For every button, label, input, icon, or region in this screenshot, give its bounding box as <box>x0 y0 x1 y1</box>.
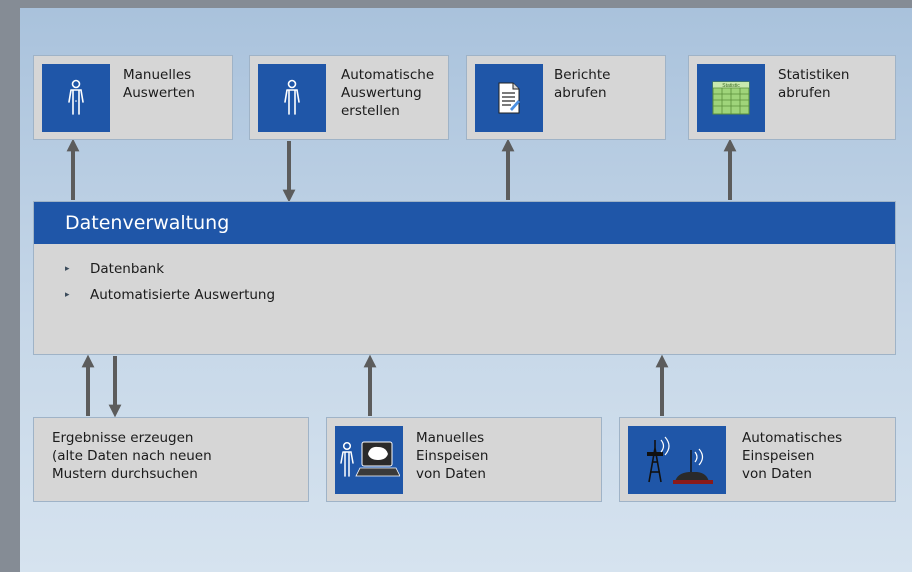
label-automatic-input: Automatisches Einspeisen von Daten <box>742 430 843 482</box>
data-management-box: Datenverwaltung ▸ Datenbank ▸ Automatisier… <box>33 201 896 355</box>
person-computer-icon <box>340 441 400 477</box>
box-automatic-analysis: Automatische Auswertung erstellen <box>249 55 449 140</box>
label-manual-analysis: Manuelles Auswerten <box>123 67 195 101</box>
tile-statistics: Statistic <box>697 64 765 132</box>
statistics-icon-text: Statistic <box>722 83 740 89</box>
data-management-title: Datenverwaltung <box>34 202 895 244</box>
label-manual-input: Manuelles Einspeisen von Daten <box>416 430 489 482</box>
label-statistics: Statistiken abrufen <box>778 67 850 101</box>
tile-automatic-input <box>628 426 726 494</box>
tile-manual-analysis <box>42 64 110 132</box>
tile-manual-input <box>335 426 403 494</box>
list-item-label: Datenbank <box>90 261 165 277</box>
label-automatic-analysis: Automatische Auswertung erstellen <box>341 67 435 119</box>
bullet-icon: ▸ <box>65 290 70 300</box>
person-icon <box>68 79 84 115</box>
box-manual-input: Manuelles Einspeisen von Daten <box>326 417 602 502</box>
list-item-label: Automatisierte Auswertung <box>90 287 276 303</box>
label-reports: Berichte abrufen <box>554 67 611 101</box>
box-manual-analysis: Manuelles Auswerten <box>33 55 233 140</box>
data-management-list: ▸ Datenbank ▸ Automatisierte Auswertung <box>34 244 895 308</box>
list-item: ▸ Datenbank <box>65 256 895 282</box>
list-item: ▸ Automatisierte Auswertung <box>65 282 895 308</box>
box-automatic-input: Automatisches Einspeisen von Daten <box>619 417 896 502</box>
bullet-icon: ▸ <box>65 264 70 274</box>
statistics-table-icon: Statistic <box>712 81 750 115</box>
tile-automatic-analysis <box>258 64 326 132</box>
person-icon <box>284 79 300 115</box>
tile-reports <box>475 64 543 132</box>
report-document-icon <box>498 82 520 114</box>
box-reports: Berichte abrufen <box>466 55 666 140</box>
label-generate-results: Ergebnisse erzeugen (alte Daten nach neu… <box>52 430 212 482</box>
antenna-vehicle-icon <box>647 436 713 484</box>
box-statistics: Statistic Statistiken abrufen <box>688 55 896 140</box>
box-generate-results: Ergebnisse erzeugen (alte Daten nach neu… <box>33 417 309 502</box>
